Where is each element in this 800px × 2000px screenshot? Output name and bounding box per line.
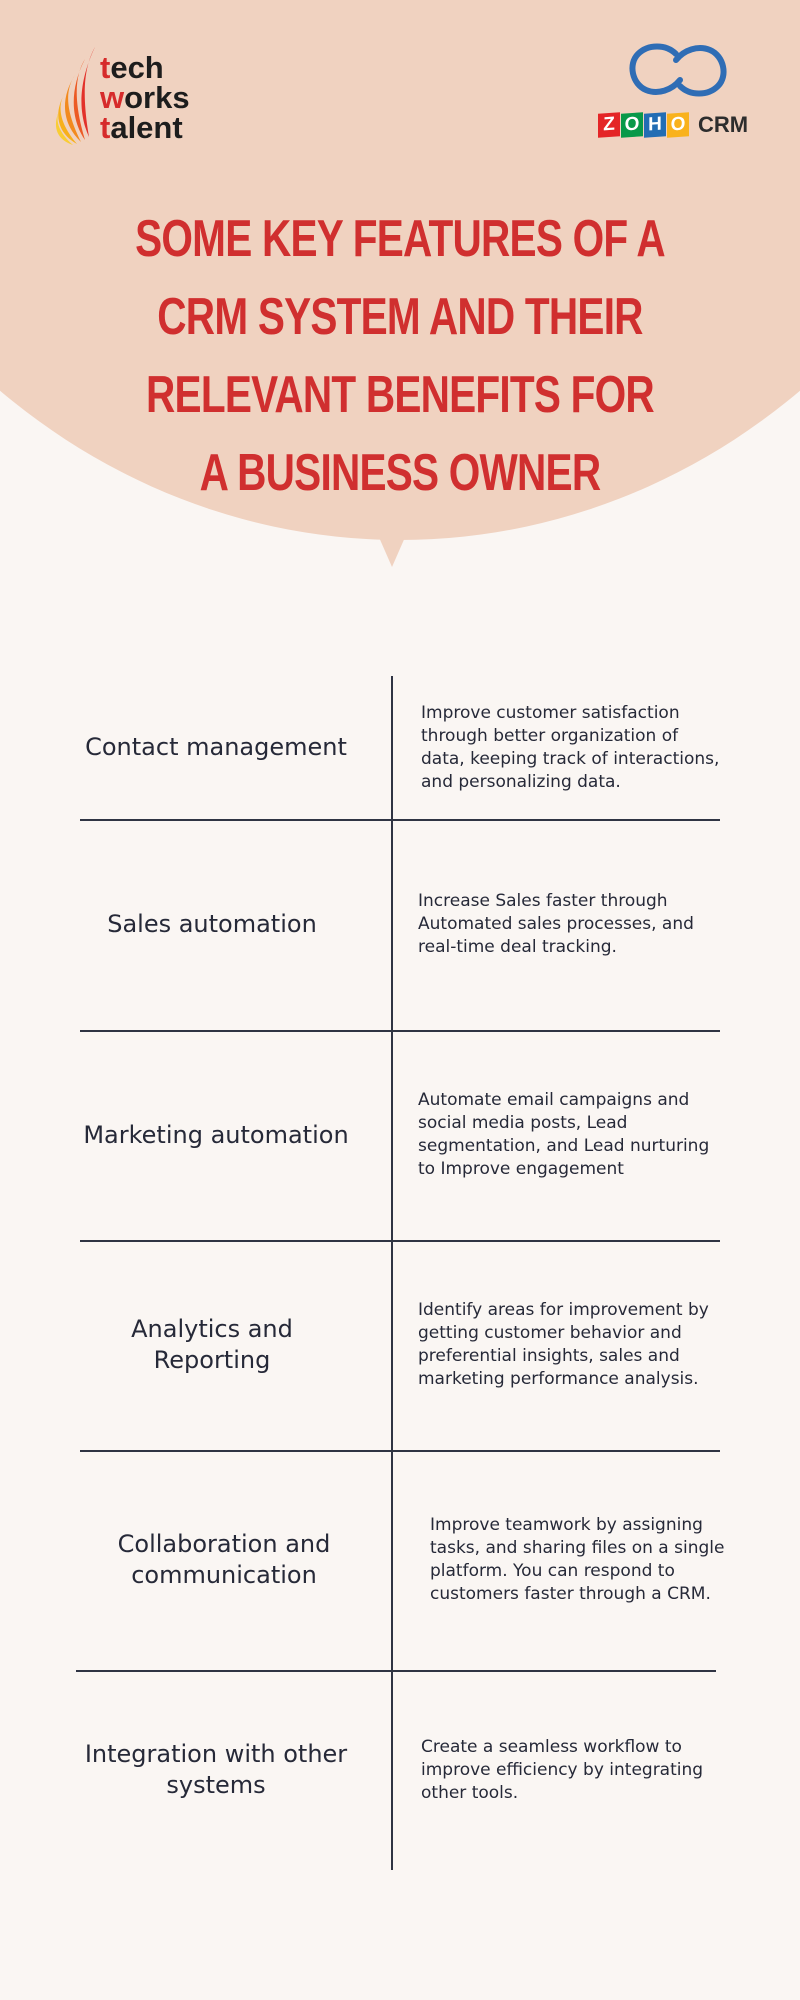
wordmark-initial: t <box>100 50 111 85</box>
wordmark-rest: orks <box>124 80 190 115</box>
feature-benefit: Improve teamwork by assigning tasks, and… <box>430 1515 725 1604</box>
tech-works-talent-wordmark: tech works talent <box>100 50 190 145</box>
feature-benefit: Automate email campaigns and social medi… <box>418 1090 710 1179</box>
zoho-letter: H <box>644 112 666 138</box>
wordmark-rest: alent <box>110 110 183 145</box>
row-divider <box>80 1030 720 1032</box>
zoho-letter: Z <box>598 112 620 138</box>
wordmark-line: works <box>100 80 190 115</box>
feature-benefit: Create a seamless workflow to improve ef… <box>421 1736 704 1803</box>
feature-benefit: Identify areas for improvement by gettin… <box>418 1300 709 1389</box>
flame-wing-icon <box>55 47 95 145</box>
row-divider <box>80 1450 720 1452</box>
page-title: SOME KEY FEATURES OF A CRM SYSTEM AND TH… <box>135 210 665 502</box>
zoho-letter: O <box>621 112 643 138</box>
feature-benefit: Improve customer satisfaction through be… <box>421 702 720 792</box>
wordmark-initial: w <box>100 80 125 115</box>
row-divider <box>76 1670 716 1672</box>
row-divider <box>80 1240 720 1242</box>
hero-pointer <box>378 535 406 567</box>
wordmark-rest: ech <box>110 50 164 85</box>
feature-name: Collaboration and communication <box>117 1530 331 1589</box>
wordmark-line: talent <box>100 110 190 145</box>
column-divider <box>391 676 393 1870</box>
crm-label: CRM <box>698 112 749 137</box>
interlocked-rings-icon <box>629 43 727 97</box>
zoho-letter: O <box>667 112 689 138</box>
row-divider <box>80 819 720 821</box>
feature-name: Integration with other systems <box>84 1740 348 1799</box>
wordmark-line: tech <box>100 50 190 85</box>
wordmark-initial: t <box>100 110 111 145</box>
feature-benefit: Increase Sales faster through Automated … <box>418 891 694 957</box>
zoho-crm-logo: Z O H O CRM <box>598 40 758 150</box>
zoho-wordmark: Z O H O CRM <box>598 112 748 138</box>
feature-name: Sales automation <box>107 910 317 938</box>
feature-name: Analytics and Reporting <box>131 1315 293 1374</box>
tech-works-talent-logo: tech works talent <box>55 45 215 145</box>
feature-name: Contact management <box>85 733 347 761</box>
feature-name: Marketing automation <box>83 1120 349 1149</box>
